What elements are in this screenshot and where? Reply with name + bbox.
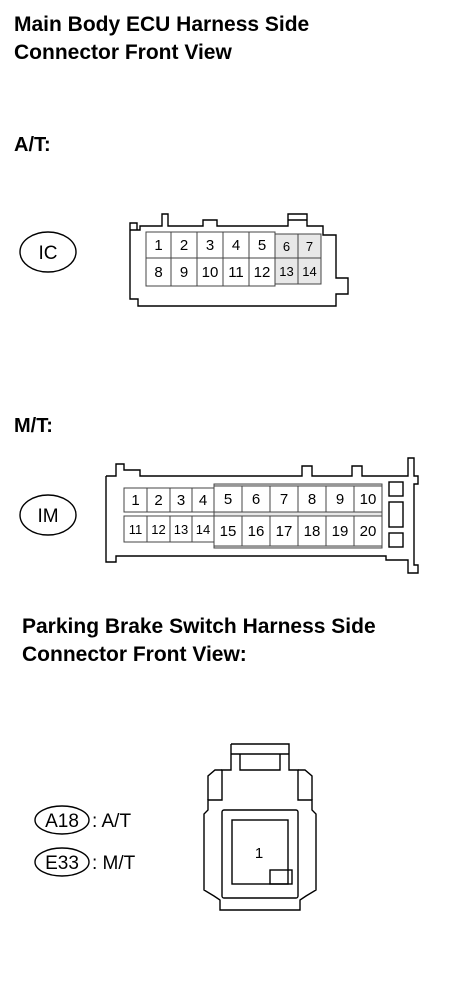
im-pin-19: 19 [332,523,349,540]
legend-badge-e33 [34,847,90,877]
ic-pin-9: 9 [180,264,188,281]
im-pin-18: 18 [304,523,321,540]
ic-pin-7: 7 [306,239,313,254]
legend-badge-e33-text: E33 [45,853,79,874]
ic-badge-text: IC [39,243,58,264]
page-title-line1: Main Body ECU Harness Side [14,13,310,36]
at-section-label: A/T: [14,134,51,156]
parking-housing-outline [203,743,317,911]
ic-pin-1: 1 [154,237,162,254]
im-housing-outline [105,457,419,574]
ic-pin-11: 11 [228,264,244,281]
page-title-line2: Connector Front View [14,41,232,64]
ic-pin-8: 8 [154,264,162,281]
legend-badge-a18-text: A18 [45,811,79,832]
parking-title-line1: Parking Brake Switch Harness Side [22,615,376,638]
ic-pin-12: 12 [254,264,271,281]
im-pin-20: 20 [360,523,377,540]
ic-housing-outline [129,213,349,307]
parking-title-line2: Connector Front View: [22,643,247,666]
parking-pin-cavity [231,819,289,885]
ic-pin-10: 10 [202,264,219,281]
im-pin-11: 11 [129,522,143,537]
im-pin-3: 3 [177,492,185,509]
parking-connector: 1 A18 : A/T E33 : M/T [34,743,317,911]
ic-badge-oval [19,231,77,273]
im-pin-8: 8 [308,491,316,508]
im-pin-14: 14 [196,522,210,537]
ic-pin-6: 6 [283,239,290,254]
mt-section-label: M/T: [14,415,53,437]
im-pin-16: 16 [248,523,265,540]
im-pin-2: 2 [154,492,162,509]
legend-text-e33: : M/T [92,853,136,874]
ic-pin-3: 3 [206,237,214,254]
parking-pin-1: 1 [255,845,263,862]
ic-pin-2: 2 [180,237,188,254]
ic-pin-13: 13 [279,264,293,279]
im-pin-9: 9 [336,491,344,508]
im-badge-oval [19,494,77,536]
im-pin-1: 1 [131,492,139,509]
im-pin-12: 12 [151,522,165,537]
ic-pin-5: 5 [258,237,266,254]
ic-pin-14: 14 [302,264,316,279]
im-pin-7: 7 [280,491,288,508]
legend-text-a18: : A/T [92,811,131,832]
im-pin-13: 13 [174,522,188,537]
im-pin-6: 6 [252,491,260,508]
im-pin-17: 17 [276,523,293,540]
im-pin-5: 5 [224,491,232,508]
legend-badge-a18 [34,805,90,835]
im-pin-10: 10 [360,491,377,508]
im-pin-4: 4 [199,492,207,509]
ic-pin-4: 4 [232,237,240,254]
im-badge-text: IM [37,506,58,527]
im-pin-15: 15 [220,523,237,540]
